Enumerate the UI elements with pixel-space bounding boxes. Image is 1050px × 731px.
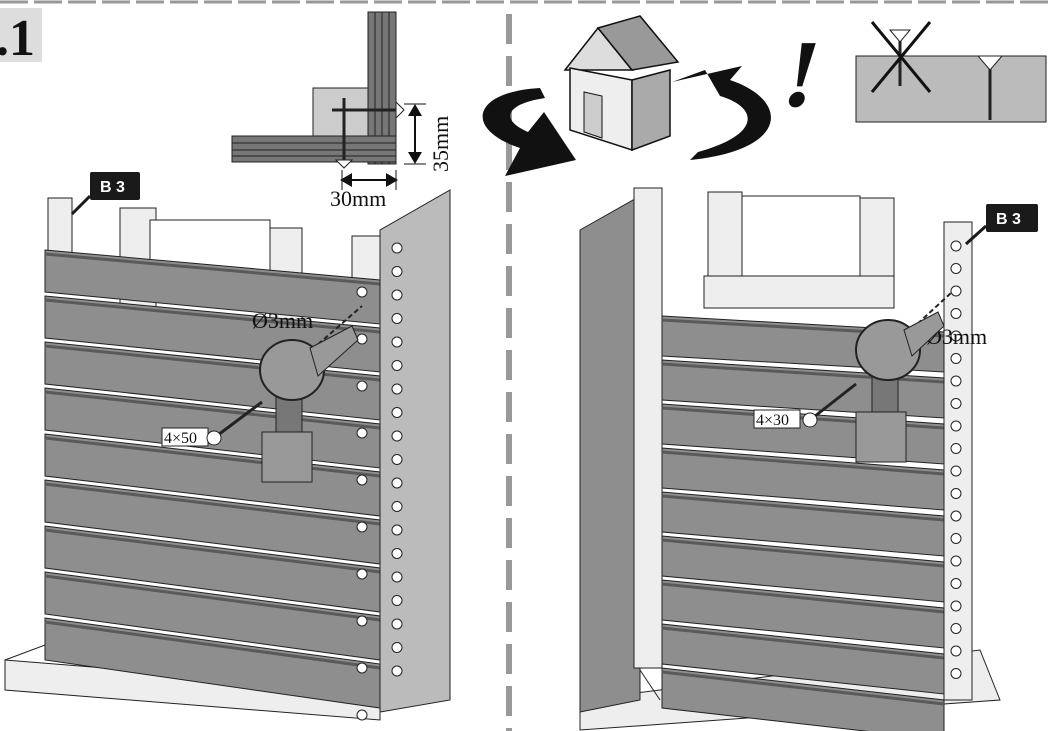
screw-head bbox=[356, 333, 368, 345]
screw-head bbox=[391, 289, 403, 301]
step-number: .1 bbox=[0, 10, 35, 67]
left-drill-label: Ø3mm bbox=[252, 308, 313, 333]
screw-head bbox=[950, 623, 962, 634]
screw-head bbox=[950, 645, 962, 657]
rotation-arrows-icon bbox=[482, 66, 771, 176]
board-groove bbox=[44, 482, 381, 526]
left-wall-assembly bbox=[4, 189, 451, 721]
screw-head bbox=[950, 443, 962, 454]
screw-head bbox=[391, 665, 403, 677]
dim-horizontal-label: 30mm bbox=[330, 186, 386, 211]
board-groove bbox=[661, 450, 945, 476]
screw-head bbox=[356, 474, 368, 486]
right-screw-label-box bbox=[753, 409, 801, 429]
screw-head bbox=[391, 642, 403, 653]
board-groove bbox=[44, 390, 381, 430]
screw-head bbox=[950, 330, 962, 342]
right-wall-assembly bbox=[579, 187, 1001, 731]
screw-head bbox=[391, 618, 403, 630]
screw-head bbox=[950, 353, 962, 364]
board-groove bbox=[661, 670, 945, 706]
screw-head bbox=[950, 668, 962, 679]
dim-vertical-label: 35mm bbox=[428, 116, 453, 172]
screw-head bbox=[391, 383, 403, 395]
screw-head bbox=[356, 568, 368, 580]
screw-head bbox=[356, 521, 368, 533]
wall-board bbox=[661, 667, 945, 731]
right-screw-label: 4×30 bbox=[756, 412, 789, 429]
screw-warning-illustration bbox=[855, 21, 1047, 123]
screw-head bbox=[950, 285, 962, 297]
screw-head bbox=[356, 615, 368, 627]
screw-head bbox=[391, 454, 403, 465]
step-number-box bbox=[0, 8, 42, 62]
screw-head bbox=[391, 360, 403, 371]
screw-head bbox=[950, 578, 962, 589]
board-groove bbox=[661, 538, 945, 568]
board-groove bbox=[44, 298, 381, 334]
screw-head bbox=[950, 488, 962, 499]
screw-head bbox=[950, 533, 962, 544]
screw-head bbox=[950, 600, 962, 612]
left-badge bbox=[70, 172, 140, 216]
screw-head bbox=[356, 286, 368, 298]
left-screw-label: 4×50 bbox=[164, 430, 197, 447]
screw-head bbox=[391, 548, 403, 559]
right-badge-label: B 3 bbox=[996, 211, 1021, 228]
screw-head bbox=[950, 263, 962, 274]
screw-head bbox=[950, 465, 962, 477]
screw-head bbox=[356, 427, 368, 439]
left-badge-label: B 3 bbox=[100, 179, 125, 196]
screw-head bbox=[391, 407, 403, 418]
board-groove bbox=[44, 528, 381, 574]
board-groove bbox=[44, 436, 381, 478]
screw-head bbox=[950, 420, 962, 432]
screw-head bbox=[950, 398, 962, 409]
screw-head bbox=[950, 510, 962, 522]
screw-head bbox=[391, 313, 403, 324]
board-groove bbox=[44, 252, 381, 286]
screw-head bbox=[356, 662, 368, 674]
right-badge bbox=[964, 204, 1038, 246]
board-groove bbox=[44, 620, 381, 670]
screw-head bbox=[391, 571, 403, 583]
screw-head bbox=[391, 242, 403, 254]
right-drill-icon bbox=[802, 291, 953, 463]
screw-head bbox=[391, 501, 403, 512]
board-groove bbox=[661, 494, 945, 522]
screw-head bbox=[950, 555, 962, 567]
screw-head bbox=[391, 595, 403, 606]
screw-head bbox=[950, 375, 962, 387]
screw-head bbox=[356, 709, 368, 721]
left-drill-icon bbox=[206, 305, 363, 483]
warning-mark: ! bbox=[775, 20, 830, 127]
screw-head bbox=[950, 308, 962, 319]
screw-head bbox=[391, 430, 403, 442]
board-groove bbox=[661, 582, 945, 614]
screw-head bbox=[391, 266, 403, 277]
corner-detail-drawing bbox=[231, 11, 426, 190]
screw-head bbox=[391, 477, 403, 489]
board-groove bbox=[44, 574, 381, 622]
screw-head bbox=[356, 380, 368, 392]
screw-head bbox=[950, 240, 962, 252]
screw-head bbox=[391, 524, 403, 536]
shed-icon bbox=[563, 15, 680, 152]
board-groove bbox=[661, 626, 945, 660]
screw-head bbox=[391, 336, 403, 348]
